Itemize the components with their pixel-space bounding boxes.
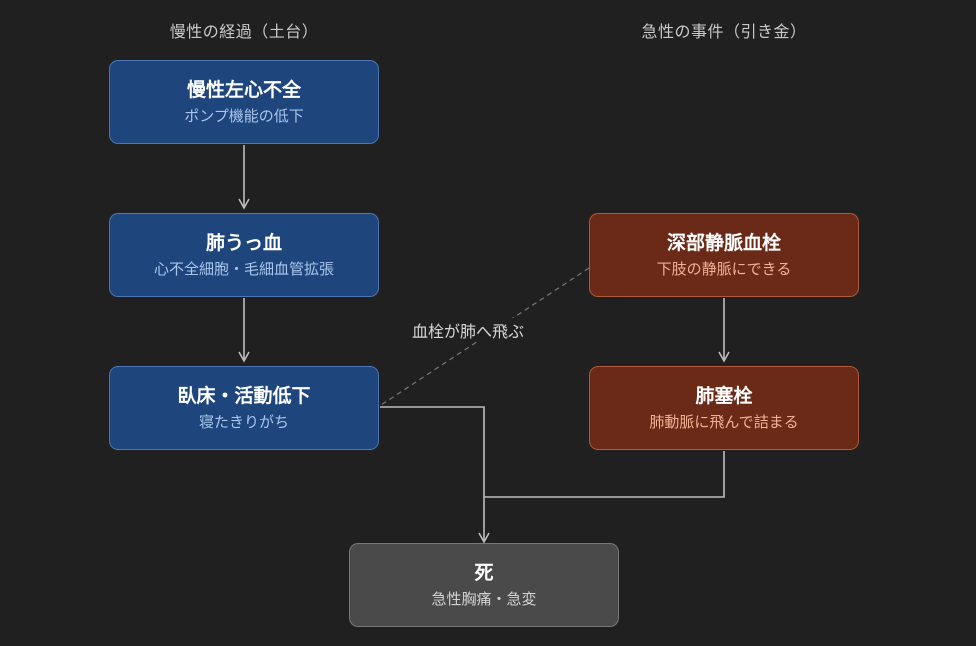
chronic-column-header: 慢性の経過（土台） xyxy=(169,22,319,41)
node-pulmonary-congestion[interactable]: 肺うっ血 心不全細胞・毛細血管拡張 xyxy=(109,213,379,297)
edge-label-thrombus-to-lung: 血栓が肺へ飛ぶ xyxy=(388,318,548,342)
arrow-bedridden-to-death xyxy=(380,406,490,544)
node-subtitle: ポンプ機能の低下 xyxy=(184,106,304,125)
node-title: 臥床・活動低下 xyxy=(177,384,311,407)
node-subtitle: 肺動脈に飛んで詰まる xyxy=(649,412,799,431)
node-title: 深部静脈血栓 xyxy=(666,231,781,254)
node-subtitle: 心不全細胞・毛細血管拡張 xyxy=(153,259,334,278)
node-title: 肺塞栓 xyxy=(695,384,753,407)
node-deep-vein-thrombosis[interactable]: 深部静脈血栓 下肢の静脈にできる xyxy=(589,213,859,297)
node-title: 肺うっ血 xyxy=(205,231,282,254)
node-chronic-heart-failure[interactable]: 慢性左心不全 ポンプ機能の低下 xyxy=(109,60,379,144)
node-title: 慢性左心不全 xyxy=(186,78,301,101)
acute-column-header: 急性の事件（引き金） xyxy=(641,22,807,41)
node-title: 死 xyxy=(474,561,494,584)
node-subtitle: 寝たきりがち xyxy=(198,412,289,431)
dashed-link-dvt-to-bedridden xyxy=(380,267,590,406)
node-subtitle: 急性胸痛・急変 xyxy=(431,589,537,608)
node-bedridden[interactable]: 臥床・活動低下 寝たきりがち xyxy=(109,366,379,450)
node-pulmonary-embolism[interactable]: 肺塞栓 肺動脈に飛んで詰まる xyxy=(589,366,859,450)
line-pe-to-death xyxy=(484,451,725,498)
node-death[interactable]: 死 急性胸痛・急変 xyxy=(349,543,619,627)
node-subtitle: 下肢の静脈にできる xyxy=(656,259,792,278)
